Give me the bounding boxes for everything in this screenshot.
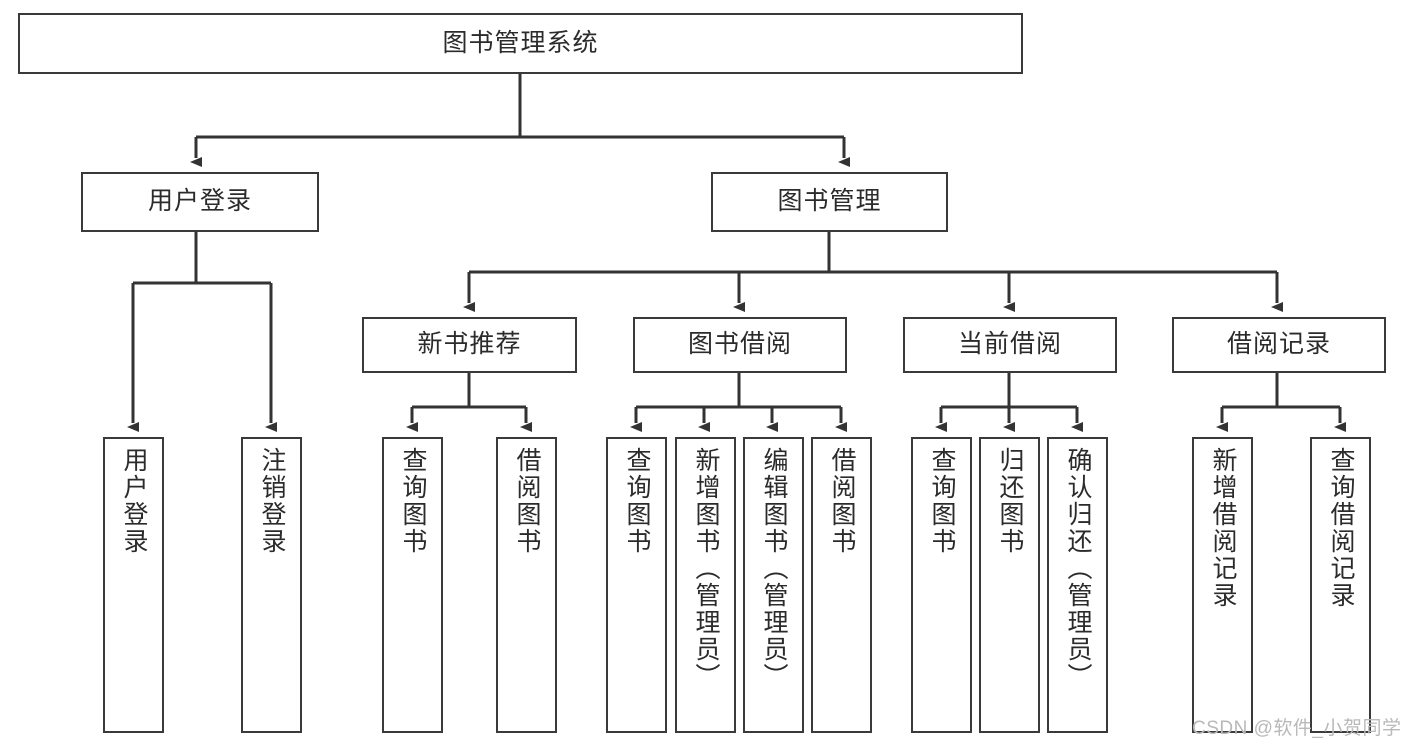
leaf-add-record[interactable]: 新增借阅记录 (1192, 437, 1253, 733)
leaf-query-book-2-label: 查询图书 (623, 447, 651, 555)
watermark: CSDN @软件_小贺同学 (1192, 718, 1402, 739)
node-user-login-label: 用户登录 (147, 187, 252, 216)
node-root[interactable]: 图书管理系统 (18, 13, 1023, 74)
leaf-query-book-2[interactable]: 查询图书 (606, 437, 667, 733)
leaf-edit-book-label: 编辑图书（管理员） (760, 447, 788, 690)
leaf-user-login[interactable]: 用户登录 (103, 437, 164, 733)
leaf-borrow-book-2-label: 借阅图书 (828, 447, 856, 555)
node-new-book-recommend-label: 新书推荐 (417, 330, 522, 359)
node-user-login[interactable]: 用户登录 (81, 172, 319, 232)
leaf-return-book-label: 归还图书 (996, 447, 1024, 555)
node-new-book-recommend[interactable]: 新书推荐 (362, 317, 577, 373)
leaf-borrow-book-2[interactable]: 借阅图书 (811, 437, 872, 733)
node-root-label: 图书管理系统 (442, 28, 599, 57)
leaf-add-book-label: 新增图书（管理员） (692, 447, 720, 690)
leaf-query-record[interactable]: 查询借阅记录 (1310, 437, 1371, 733)
node-borrow-record-label: 借阅记录 (1226, 330, 1331, 359)
leaf-borrow-book-1-label: 借阅图书 (513, 447, 541, 555)
leaf-logout[interactable]: 注销登录 (241, 437, 302, 733)
node-book-borrow-label: 图书借阅 (687, 330, 792, 359)
leaf-add-book[interactable]: 新增图书（管理员） (675, 437, 736, 733)
leaf-confirm-return[interactable]: 确认归还（管理员） (1047, 437, 1108, 733)
leaf-query-book-1[interactable]: 查询图书 (382, 437, 443, 733)
node-book-management-label: 图书管理 (777, 187, 882, 216)
leaf-query-book-3-label: 查询图书 (928, 447, 956, 555)
leaf-query-book-3[interactable]: 查询图书 (911, 437, 972, 733)
node-book-borrow[interactable]: 图书借阅 (633, 317, 847, 373)
node-book-management[interactable]: 图书管理 (711, 172, 948, 232)
leaf-query-record-label: 查询借阅记录 (1327, 447, 1355, 609)
leaf-query-book-1-label: 查询图书 (399, 447, 427, 555)
leaf-edit-book[interactable]: 编辑图书（管理员） (743, 437, 804, 733)
leaf-user-login-label: 用户登录 (120, 447, 148, 555)
leaf-borrow-book-1[interactable]: 借阅图书 (496, 437, 557, 733)
leaf-add-record-label: 新增借阅记录 (1209, 447, 1237, 609)
node-borrow-record[interactable]: 借阅记录 (1172, 317, 1386, 373)
leaf-return-book[interactable]: 归还图书 (979, 437, 1040, 733)
node-current-borrow-label: 当前借阅 (957, 330, 1062, 359)
leaf-confirm-return-label: 确认归还（管理员） (1064, 447, 1092, 690)
leaf-logout-label: 注销登录 (258, 447, 286, 555)
node-current-borrow[interactable]: 当前借阅 (903, 317, 1117, 373)
